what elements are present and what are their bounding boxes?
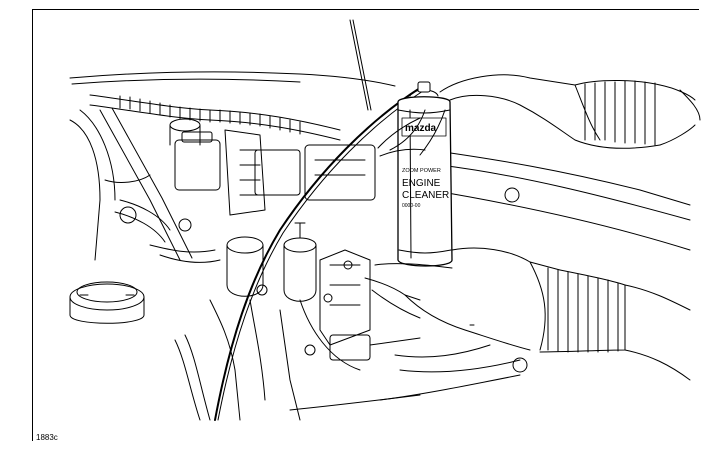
hood-lines — [69, 19, 691, 251]
can-brand-text: mazda — [405, 123, 437, 134]
figure-code: 1883c — [36, 433, 58, 442]
center-engine-components — [174, 144, 528, 421]
left-engine-components — [69, 107, 266, 263]
can-line2-text: ENGINE — [402, 178, 441, 189]
corrugated-hose — [89, 94, 341, 141]
oil-filler-cap — [69, 281, 145, 324]
upper-glove — [377, 74, 701, 157]
can-line3-text: CLEANER — [402, 190, 449, 201]
engine-cleaner-can: mazda ZOOM POWER ENGINE CLEANER 0000-00 — [397, 81, 453, 267]
frame-border — [32, 9, 699, 441]
can-line4-text: 0000-00 — [402, 203, 421, 209]
cleaner-tube — [214, 87, 424, 421]
can-line1-text: ZOOM POWER — [402, 168, 441, 174]
lower-glove — [364, 247, 691, 381]
